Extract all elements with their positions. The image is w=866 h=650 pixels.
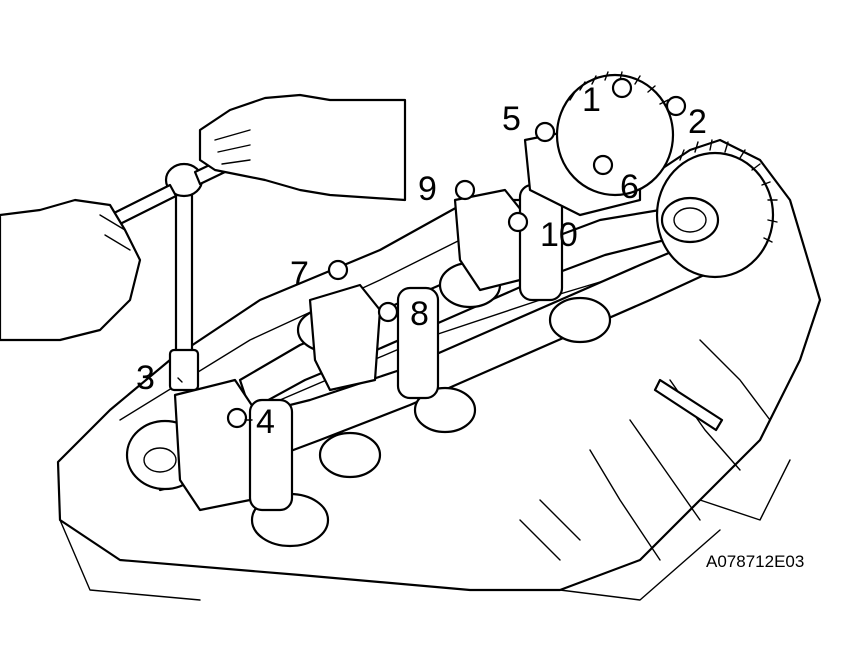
camshaft-front-end-hole [143, 447, 177, 473]
bolt-heads [173, 77, 687, 429]
callout-5: 5 [502, 100, 521, 138]
callout-7: 7 [290, 255, 309, 293]
callout-10: 10 [540, 216, 578, 254]
right-hand [198, 93, 407, 202]
head-stud [653, 378, 724, 432]
cylinder-head-lower-edge [59, 459, 791, 601]
right-hand-fingers [214, 129, 251, 165]
callout-1: 1 [582, 81, 601, 119]
callout-2: 2 [688, 103, 707, 141]
timing-sprockets [555, 71, 778, 279]
callout-8: 8 [410, 295, 429, 333]
figure-id: A078712E03 [706, 552, 805, 571]
left-hand [0, 198, 142, 342]
head-side-ribs [519, 339, 771, 561]
callout-leaders [177, 377, 253, 421]
callout-9: 9 [418, 170, 437, 208]
left-hand-fingers [99, 214, 131, 251]
callout-3: 3 [136, 359, 155, 397]
callout-6: 6 [620, 168, 639, 206]
callout-4: 4 [256, 403, 275, 441]
